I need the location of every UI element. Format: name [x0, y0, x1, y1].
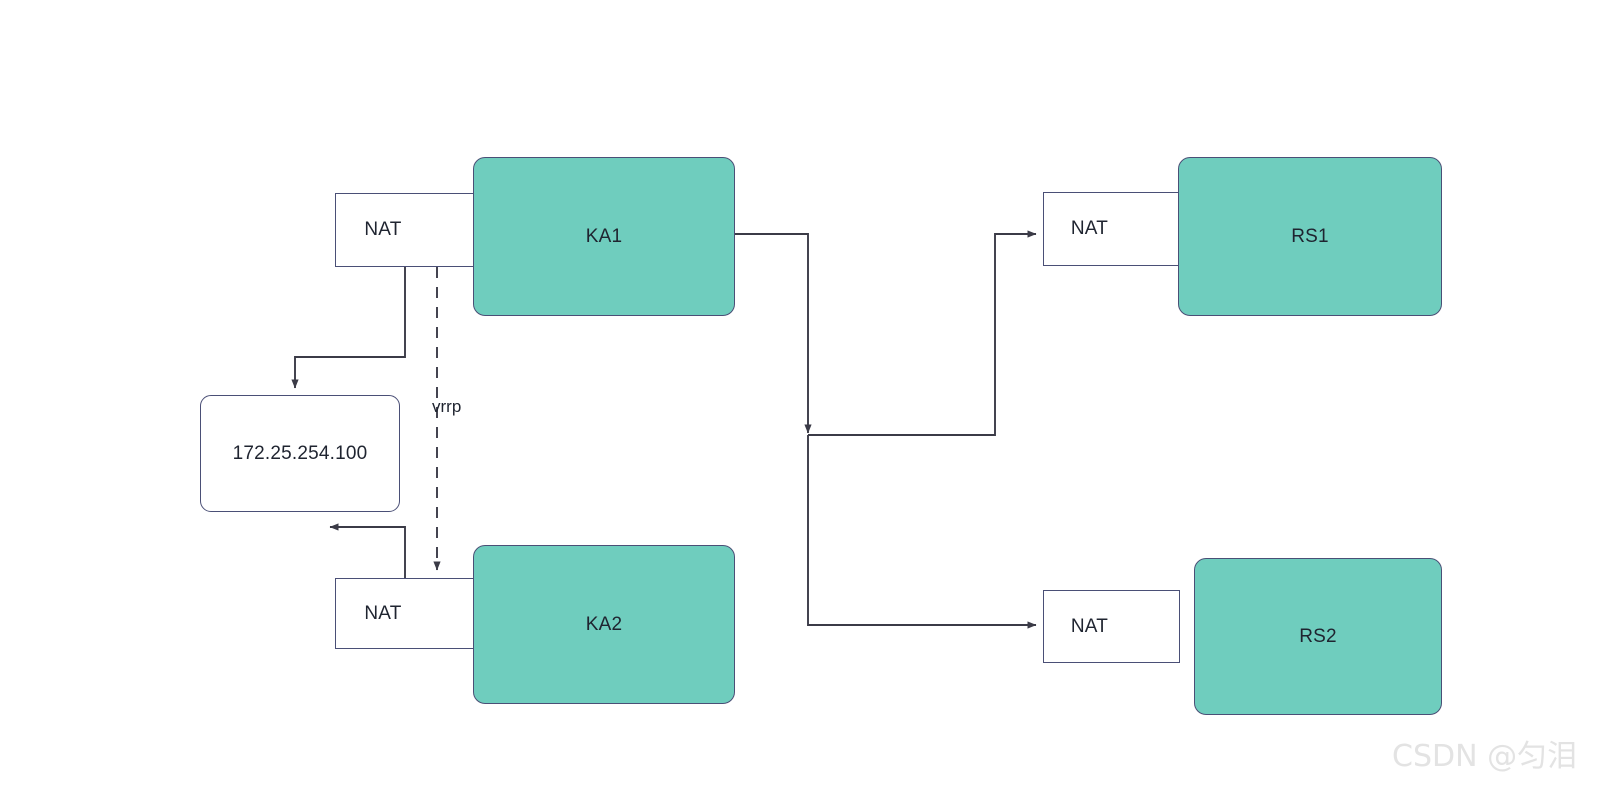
csdn-watermark: CSDN @匀泪: [1392, 739, 1578, 774]
edge-fanout-to-rs1: [808, 230, 1037, 436]
node-rs1-nat-label: NAT: [1070, 218, 1109, 239]
node-ka1-nat[interactable]: NAT: [335, 193, 475, 267]
node-rs1-nat[interactable]: NAT: [1043, 192, 1180, 266]
edge-label-vrrp: vrrp: [432, 397, 462, 416]
node-ka1-nat-label: NAT: [364, 219, 402, 240]
node-ka2-nat[interactable]: NAT: [335, 578, 475, 649]
node-rs1[interactable]: RS1: [1178, 157, 1442, 316]
node-ka1[interactable]: KA1: [473, 157, 735, 316]
node-virtual-ip[interactable]: 172.25.254.100: [200, 395, 400, 512]
edge-ka1-nat-to-vip: [291, 266, 406, 389]
edge-fanout-to-rs2: [807, 435, 1037, 629]
node-rs2-nat[interactable]: NAT: [1043, 590, 1180, 663]
node-ka2[interactable]: KA2: [473, 545, 735, 704]
node-rs2[interactable]: RS2: [1194, 558, 1442, 715]
node-ka2-nat-label: NAT: [364, 602, 402, 624]
node-rs1-label: RS1: [1291, 225, 1329, 247]
edge-ka2-nat-to-vip: [329, 523, 406, 578]
edge-ka1-to-fanout: [735, 233, 812, 434]
node-ka1-label: KA1: [585, 225, 623, 247]
node-rs2-label: RS2: [1299, 625, 1337, 647]
node-ka2-label: KA2: [585, 613, 623, 635]
node-virtual-ip-label: 172.25.254.100: [232, 442, 368, 464]
node-rs2-nat-label: NAT: [1070, 615, 1109, 637]
